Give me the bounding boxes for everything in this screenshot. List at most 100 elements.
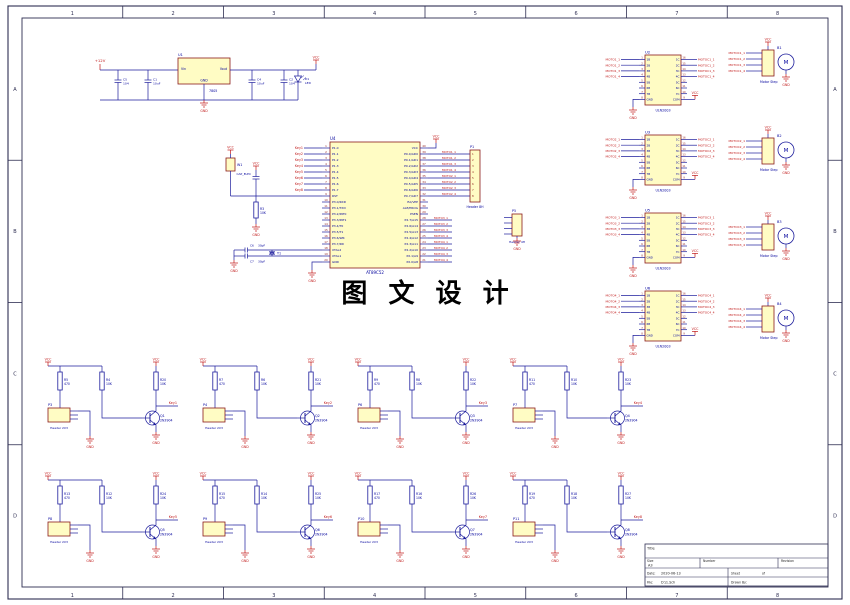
gnd-power-symbol: GND [86,559,94,563]
part-value: 2N3904 [470,533,483,537]
part-ref: P7 [513,403,517,407]
pin-number: 3 [641,303,643,307]
motor-port: VCCB3MOTOC3_1MOTOC3_2MOTOC3_3MOTOC3_4MGN… [728,212,795,261]
part-value: 10uF [153,82,161,86]
part-ref: P1 [470,145,474,149]
pin-number: 9 [683,332,685,336]
vcc-power-symbol: VCC [765,212,773,216]
part-ref: Q7 [470,528,475,532]
sheet-label: Sheet [731,572,741,576]
gnd-power-symbol: GND [617,441,625,445]
pin-name: Vin [181,67,186,71]
part-value: 10K [470,382,477,386]
pin-number: 5 [472,176,474,180]
part-value: Header 2X3 [50,426,68,430]
pin-number: 7 [325,180,327,184]
grid-row-label: C [13,371,17,377]
net-label: MOTOC4_2 [728,313,745,317]
net-label: MOTO1_3 [606,69,621,73]
pin-name: 4B [647,233,651,237]
watermark: 图 文 设 计 [341,278,508,309]
pin-name: P3.5/T1 [332,230,343,234]
pin-number: 22 [422,252,426,256]
pin-number: 14 [682,303,686,307]
pin-number: 37 [422,162,426,166]
net-label: MOTO4_2 [434,246,448,250]
pin-name: 3C [676,305,680,309]
pin-name: P1.2 [332,158,339,162]
net-label: MOTO2_2 [442,180,456,184]
number-label: Number [703,559,716,563]
net-label: MOTO3_4 [606,233,621,237]
net-label: MOTOC2_3 [728,151,745,155]
pin-number: 5 [325,168,327,172]
pin-name: P3.4/T0 [332,224,343,228]
net-label: Key6 [324,515,332,519]
vcc-power-symbol: VCC [510,472,518,476]
pin-name: 7C [676,172,680,176]
vcc-power-symbol: VCC [355,358,363,362]
file-value: D:\1.Sch [661,581,675,585]
pin-name: 6C [676,86,680,90]
grid-col-label: 8 [776,593,779,599]
pin-name: 2B [647,299,651,303]
pin-name: P2.0/A8 [406,260,418,264]
part-ref: Q5 [160,528,165,532]
net-label: MOTOC4_3 [728,319,745,323]
grid-row-label: D [833,514,837,520]
grid-col-label: 4 [373,11,376,17]
pin-name: P1.4 [332,170,339,174]
pin-name: XTAL1 [332,254,341,258]
part-ref: P11 [513,517,519,521]
pin-name: P0.0/AD0 [404,152,418,156]
part-ref: R5 [64,378,68,382]
pin-name: 3B [647,149,651,153]
gnd-power-symbol: GND [462,555,470,559]
part-value: ULN2003 [655,345,670,349]
key-driver-cell: VCCR13470R1210KVCCR2410KKey5Q52N3904GNDP… [45,472,178,563]
gnd-power-symbol: GND [462,441,470,445]
net-label: MOTOC2_4 [698,155,715,159]
grid-col-label: 8 [776,11,779,17]
pin-name: P0.4/AD4 [404,176,418,180]
pin-name: 3C [676,69,680,73]
pin-number: 6 [641,320,643,324]
pin-name: 6C [676,166,680,170]
gnd-power-symbol: GND [782,339,790,343]
gnd-power-symbol: GND [307,555,315,559]
pin-name: 6B [647,86,651,90]
gnd-power-symbol: GND [252,233,260,237]
part-value: 10K [416,496,423,500]
net-label: MOTO1_1 [606,58,621,62]
part-value: 470 [64,382,70,386]
pin-number: 3 [641,147,643,151]
net-label: MOTO3_2 [606,221,621,225]
pin-name: P1.7 [332,188,339,192]
part-value: 2N3904 [470,419,483,423]
part-value: 104 [123,82,129,86]
net-label: MOTOC3_4 [698,233,715,237]
net-label: MOTO4_2 [606,299,621,303]
pin-name: 7C [676,250,680,254]
pin-name: P2.6/A14 [405,224,419,228]
part-value: 10uF [257,82,265,86]
gnd-power-symbol: GND [230,269,238,273]
net-label: MOTO1_1 [442,150,456,154]
pin-name: COM [673,98,680,102]
grid-col-label: 3 [272,11,275,17]
pin-number: 10 [682,248,686,252]
part-ref: R4 [106,378,110,382]
part-ref: Q4 [625,414,630,418]
vcc-power-symbol: VCC [765,126,773,130]
net-label: Key3 [479,401,487,405]
part-value: 10K [106,382,113,386]
pin-name: 6B [647,166,651,170]
net-label: MOTO4_4 [606,311,621,315]
net-label: MOTOC2_2 [698,143,715,147]
pin-name: PSEN [410,212,418,216]
part-value: 7805 [209,89,217,93]
part-ref: B4 [777,302,782,306]
motor-icon: M [784,148,789,154]
